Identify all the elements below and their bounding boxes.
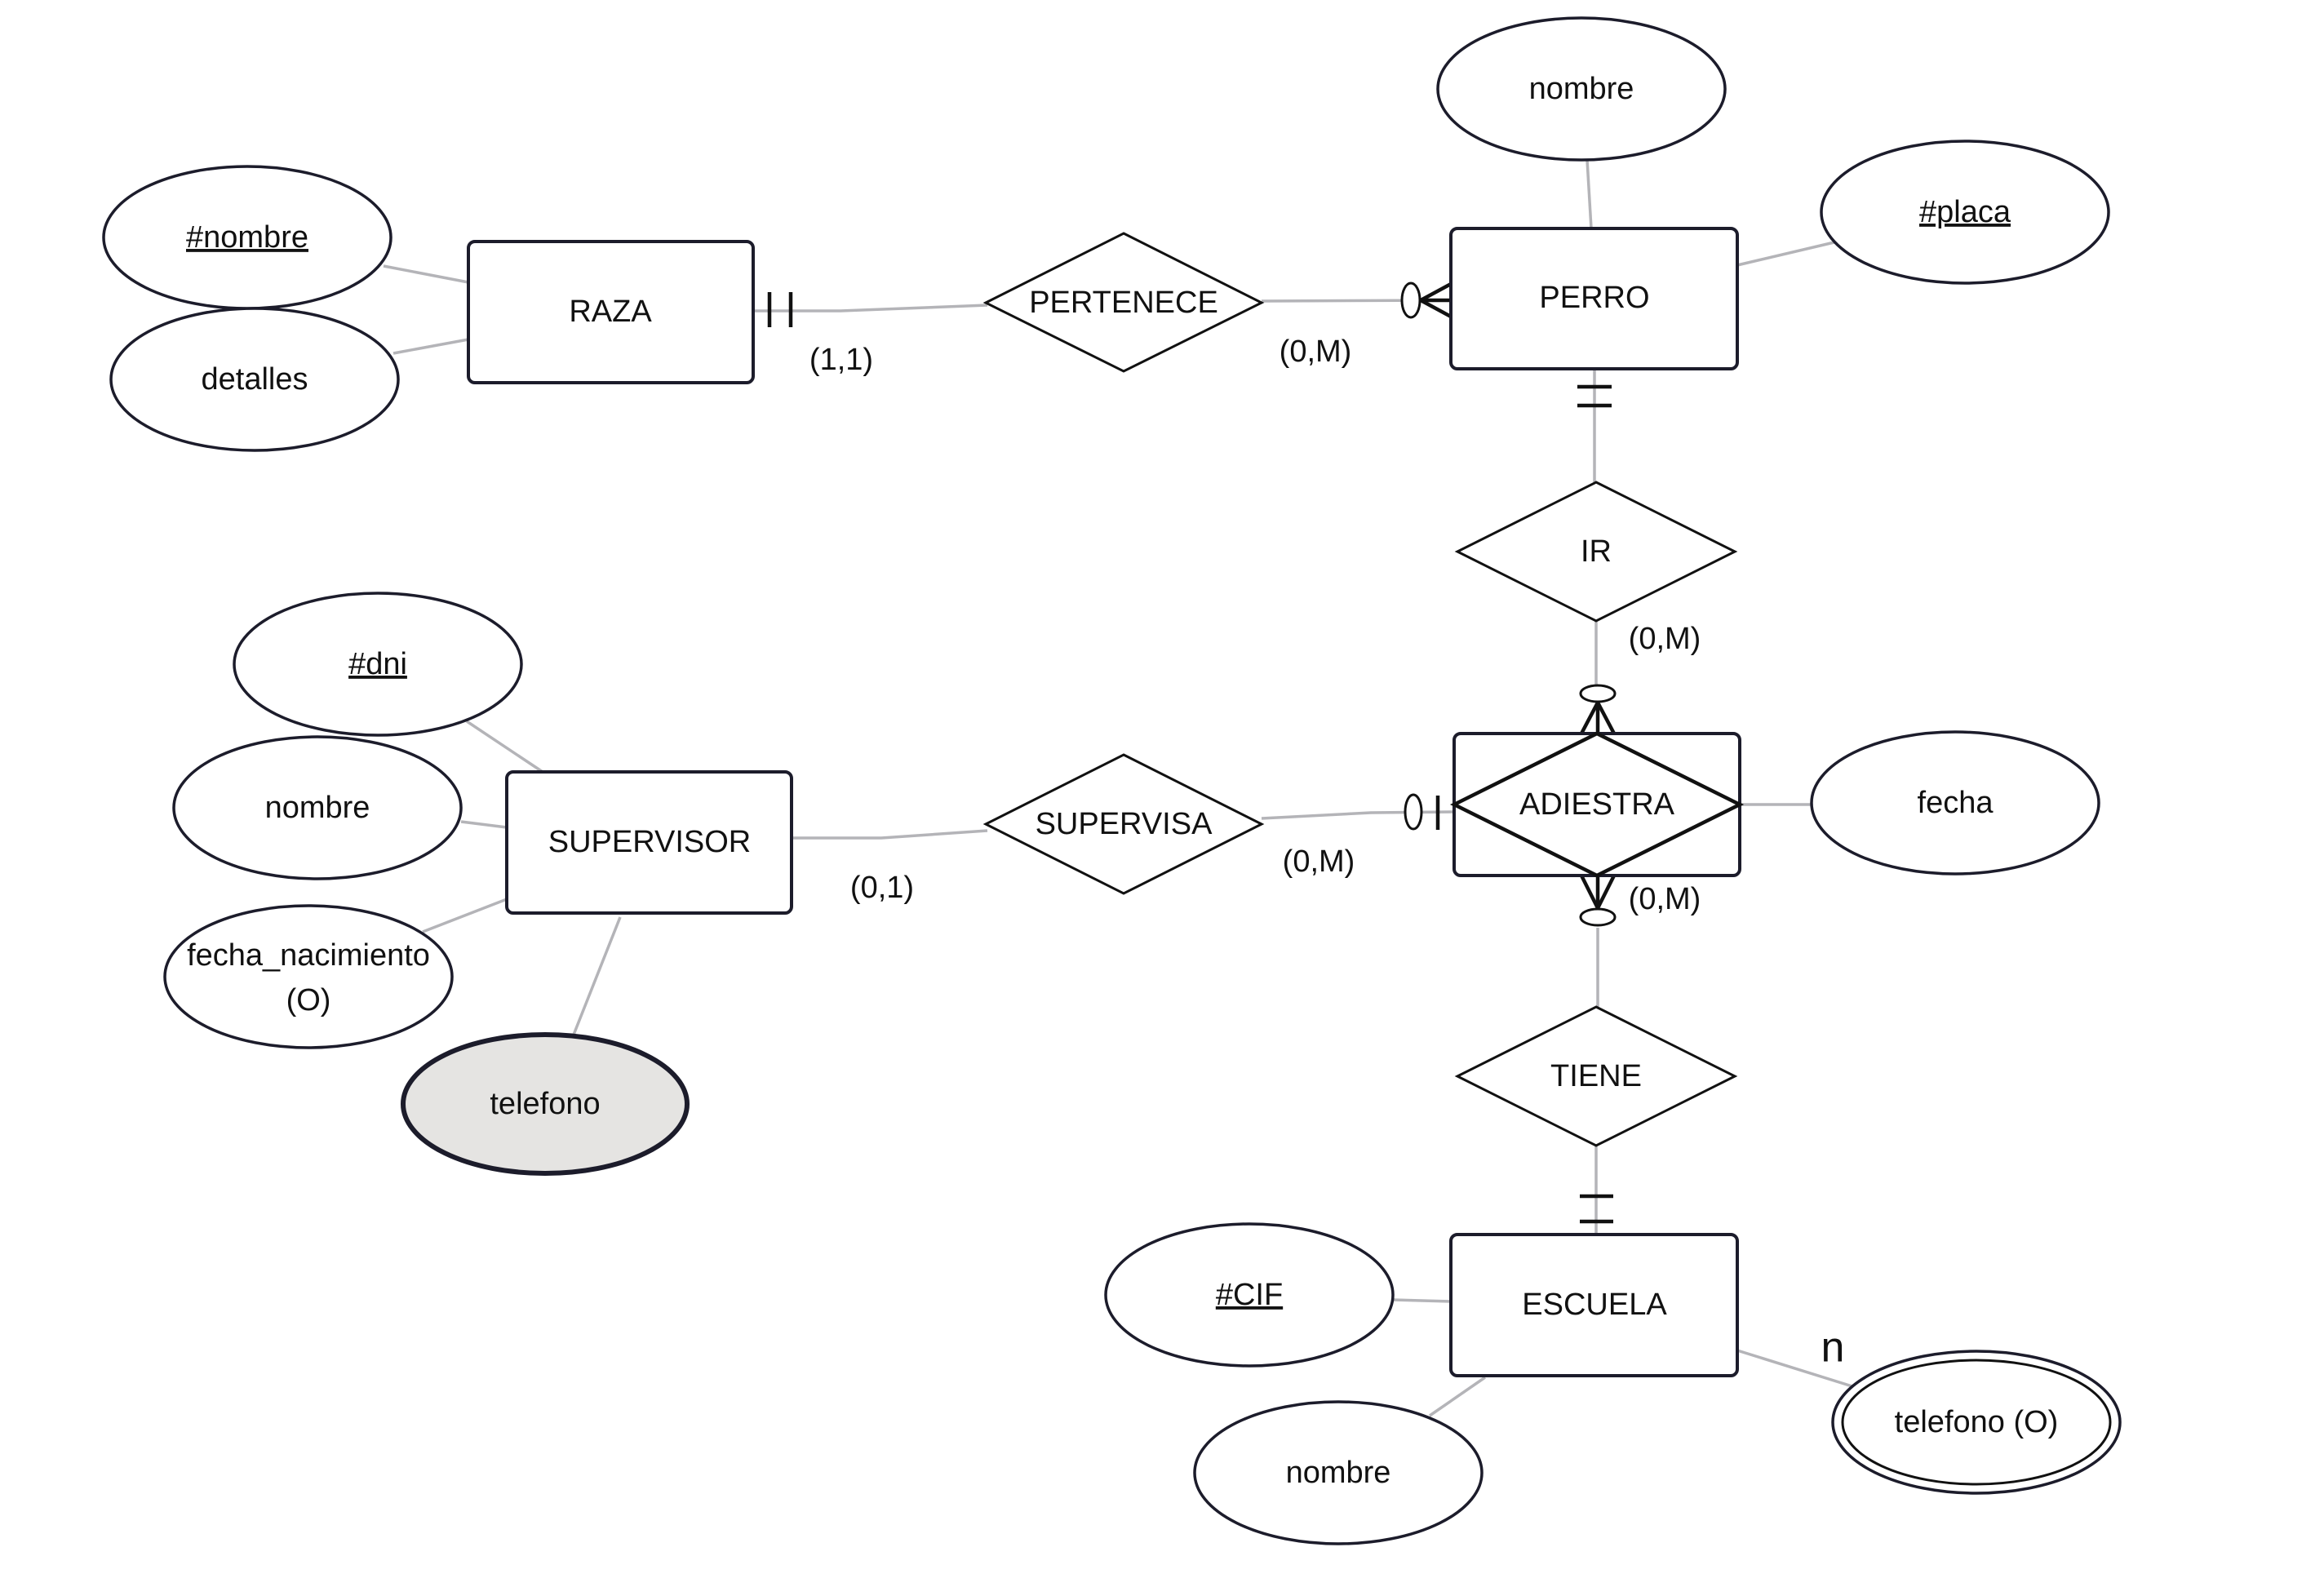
zero-or-many-marker-adiestra-bottom	[1579, 874, 1617, 927]
attribute-perro-placa-label: #placa	[1919, 195, 2011, 229]
cardinality-ir-adiestra: (0,M)	[1629, 622, 1701, 656]
connector-escuela-nombre	[1429, 1376, 1486, 1417]
zero-or-many-marker-perro	[1400, 282, 1452, 319]
connector-raza-nombre	[383, 264, 469, 284]
attribute-raza-nombre[interactable]: #nombre	[102, 165, 393, 310]
connector-supervisa-adiestra	[1261, 810, 1455, 820]
one-and-only-one-marker-perro-ir	[1577, 384, 1612, 408]
zero-or-many-marker-adiestra-top	[1579, 684, 1617, 735]
attribute-escuela-telefono-multivalued[interactable]: telefono (O)	[1831, 1350, 2122, 1495]
entity-perro-label: PERRO	[1539, 281, 1649, 315]
zero-or-one-marker-adiestra-left	[1404, 793, 1440, 831]
cardinality-escuela-telefono-n: n	[1821, 1324, 1845, 1372]
connector-supervisor-telefono	[572, 916, 622, 1035]
relationship-ir[interactable]: IR	[1454, 481, 1738, 623]
entity-escuela[interactable]: ESCUELA	[1449, 1233, 1739, 1377]
attribute-raza-nombre-label: #nombre	[186, 220, 308, 255]
connector-supervisor-supervisa	[792, 829, 988, 840]
attribute-supervisor-fecha-label-line1: fecha_nacimiento	[187, 938, 430, 973]
cardinality-perro-pertenece: (0,M)	[1280, 335, 1352, 369]
attribute-supervisor-nombre-label: nombre	[265, 791, 370, 825]
entity-supervisor-label: SUPERVISOR	[548, 825, 751, 859]
relationship-pertenece[interactable]: PERTENECE	[982, 232, 1265, 373]
connector-raza-detalles	[393, 338, 469, 355]
relationship-tiene-label: TIENE	[1550, 1059, 1642, 1093]
relationship-supervisa-label: SUPERVISA	[1036, 807, 1213, 841]
attribute-perro-nombre[interactable]: nombre	[1436, 16, 1727, 162]
connector-supervisor-fecha	[422, 898, 508, 933]
connector-perro-nombre	[1586, 159, 1593, 229]
associative-entity-adiestra[interactable]: ADIESTRA	[1449, 731, 1745, 878]
relationship-tiene[interactable]: TIENE	[1454, 1005, 1738, 1147]
entity-raza-label: RAZA	[569, 295, 652, 329]
one-and-only-one-marker-raza	[767, 292, 793, 327]
one-and-only-one-marker-escuela	[1580, 1194, 1613, 1224]
attribute-perro-nombre-label: nombre	[1529, 72, 1634, 106]
connector-supervisor-nombre	[460, 820, 508, 829]
attribute-escuela-nombre-label: nombre	[1286, 1456, 1391, 1490]
cardinality-raza-pertenece: (1,1)	[809, 343, 873, 377]
cardinality-adiestra-supervisa: (0,M)	[1283, 845, 1355, 879]
attribute-supervisor-fecha-nacimiento[interactable]: fecha_nacimiento (O)	[163, 904, 454, 1049]
attribute-raza-detalles-label: detalles	[202, 362, 308, 397]
connector-raza-pertenece	[753, 304, 988, 313]
connector-escuela-telefono	[1736, 1349, 1856, 1389]
attribute-perro-placa[interactable]: #placa	[1820, 140, 2110, 285]
entity-escuela-label: ESCUELA	[1522, 1288, 1667, 1322]
cardinality-labels: (1,1) (0,M) (0,M) (0,1) (0,M) (0,M) n	[809, 335, 1845, 1372]
relationship-ir-label: IR	[1581, 534, 1612, 569]
relationship-pertenece-label: PERTENECE	[1029, 286, 1218, 320]
entity-raza[interactable]: RAZA	[467, 240, 755, 384]
attribute-escuela-nombre[interactable]: nombre	[1193, 1400, 1484, 1545]
attribute-adiestra-fecha[interactable]: fecha	[1810, 730, 2100, 876]
attribute-supervisor-fecha-label-line2: (O)	[286, 983, 331, 1017]
attribute-supervisor-nombre[interactable]: nombre	[172, 735, 463, 880]
attribute-supervisor-dni[interactable]: #dni	[233, 592, 523, 737]
attribute-escuela-telefono-label: telefono (O)	[1895, 1405, 2059, 1439]
cardinality-supervisor-supervisa: (0,1)	[850, 871, 914, 905]
attribute-adiestra-fecha-label: fecha	[1918, 786, 1994, 820]
attribute-escuela-cif-label: #CIF	[1216, 1278, 1283, 1312]
attribute-raza-detalles[interactable]: detalles	[109, 307, 400, 452]
connector-supervisor-dni	[466, 720, 543, 774]
cardinality-adiestra-tiene: (0,M)	[1629, 882, 1701, 916]
entity-perro[interactable]: PERRO	[1449, 227, 1739, 370]
connectors	[383, 159, 1856, 1417]
attribute-supervisor-telefono-multivalued[interactable]: telefono	[401, 1032, 690, 1176]
attribute-supervisor-telefono-label: telefono	[490, 1087, 600, 1121]
attribute-escuela-cif[interactable]: #CIF	[1104, 1222, 1395, 1368]
entity-supervisor[interactable]: SUPERVISOR	[505, 770, 793, 915]
connector-escuela-cif	[1392, 1298, 1452, 1303]
associative-entity-adiestra-label: ADIESTRA	[1519, 787, 1675, 822]
connector-perro-placa	[1736, 240, 1838, 267]
attribute-supervisor-dni-label: #dni	[348, 647, 407, 681]
relationship-supervisa[interactable]: SUPERVISA	[982, 753, 1265, 895]
cardinality-marks	[767, 282, 1617, 1224]
